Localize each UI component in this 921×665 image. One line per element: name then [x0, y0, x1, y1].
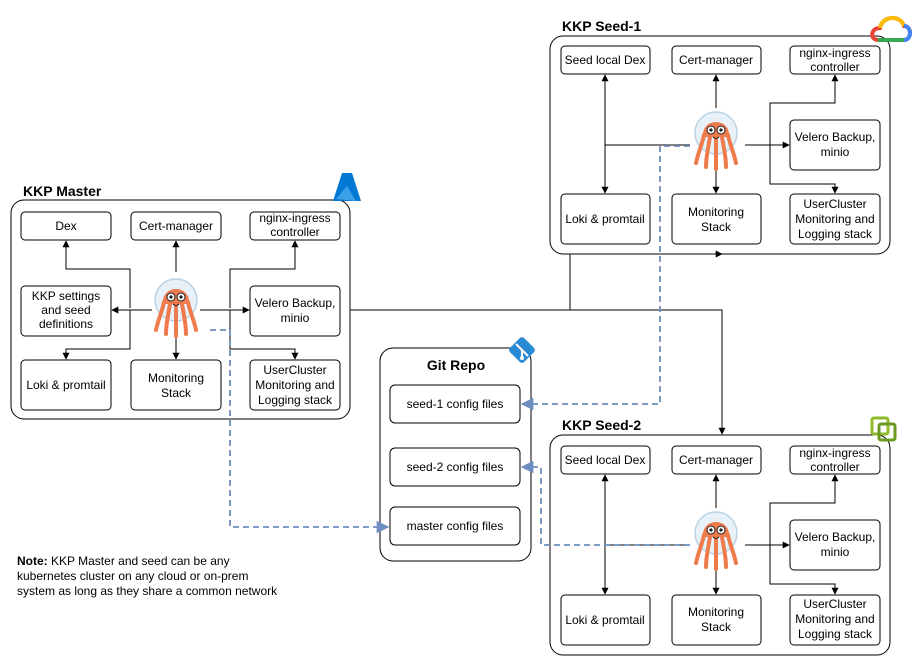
seed2-monitoring-label-1: Monitoring	[688, 605, 744, 619]
master-settings-label-2: and seed	[41, 303, 90, 317]
seed1-title: KKP Seed-1	[562, 18, 641, 34]
seed1-cert-manager-label: Cert-manager	[679, 53, 753, 67]
seed1-config-files-label: seed-1 config files	[407, 397, 504, 411]
seed1-cert-manager-box: Cert-manager	[671, 45, 762, 75]
note-line-3: system as long as they share a common ne…	[17, 584, 278, 598]
master-monitoring-label-1: Monitoring	[148, 371, 204, 385]
master-velero-label-1: Velero Backup,	[255, 296, 336, 310]
network-links	[350, 250, 726, 435]
kkp-master-cluster: KKP Master Dex Cert-manager nginx-ingres…	[10, 173, 361, 420]
vmware-logo-icon	[870, 416, 897, 442]
seed1-loki-box: Loki & promtail	[560, 193, 651, 245]
google-cloud-logo-icon	[870, 16, 912, 42]
seed2-dex-box: Seed local Dex	[560, 445, 651, 475]
master-dex-box: Dex	[20, 211, 112, 241]
master-nginx-label-1: nginx-ingress	[259, 211, 330, 225]
note-line-1: Note: KKP Master and seed can be any	[17, 554, 230, 568]
seed1-usercluster-box: UserCluster Monitoring and Logging stack	[789, 193, 881, 245]
master-cert-manager-box: Cert-manager	[130, 211, 222, 241]
seed2-dex-label: Seed local Dex	[565, 453, 646, 467]
seed2-velero-box: Velero Backup, minio	[789, 519, 881, 571]
azure-logo-icon	[333, 173, 361, 201]
master-config-files[interactable]: master config files	[389, 506, 521, 546]
note: Note: KKP Master and seed can be any kub…	[17, 554, 278, 598]
master-settings-box: KKP settings and seed definitions	[20, 285, 112, 337]
seed1-monitoring-box: Monitoring Stack	[671, 193, 762, 245]
git-repo-title: Git Repo	[427, 357, 485, 373]
master-settings-label-1: KKP settings	[32, 289, 100, 303]
master-usercluster-label-3: Logging stack	[258, 393, 333, 407]
seed2-cert-manager-label: Cert-manager	[679, 453, 753, 467]
git-logo-icon	[509, 337, 535, 363]
seed1-loki-label: Loki & promtail	[565, 212, 644, 226]
master-nginx-label-2: controller	[270, 225, 319, 239]
note-line-2: kubernetes cluster on any cloud or on-pr…	[17, 569, 248, 583]
seed2-nginx-box: nginx-ingress controller	[789, 445, 881, 475]
seed2-nginx-label-2: controller	[810, 460, 859, 474]
master-connectors	[62, 240, 299, 360]
seed1-dex-label: Seed local Dex	[565, 53, 646, 67]
seed1-monitoring-label-1: Monitoring	[688, 205, 744, 219]
seed1-config-files[interactable]: seed-1 config files	[389, 384, 521, 424]
seed2-usercluster-box: UserCluster Monitoring and Logging stack	[789, 594, 881, 646]
master-cert-manager-label: Cert-manager	[139, 219, 213, 233]
master-monitoring-box: Monitoring Stack	[130, 359, 222, 411]
seed2-title: KKP Seed-2	[562, 417, 641, 433]
seed1-dex-box: Seed local Dex	[560, 45, 651, 75]
seed2-config-files[interactable]: seed-2 config files	[389, 447, 521, 487]
seed2-loki-label: Loki & promtail	[565, 613, 644, 627]
master-nginx-box: nginx-ingress controller	[249, 211, 341, 241]
master-usercluster-label-2: Monitoring and	[255, 378, 334, 392]
seed2-loki-box: Loki & promtail	[560, 594, 651, 646]
seed1-nginx-box: nginx-ingress controller	[789, 45, 881, 75]
note-label: Note:	[17, 554, 48, 568]
note-line-1-text: KKP Master and seed can be any	[48, 554, 230, 568]
seed1-velero-box: Velero Backup, minio	[789, 119, 881, 171]
kkp-master-title: KKP Master	[23, 183, 102, 199]
master-velero-box: Velero Backup, minio	[249, 285, 341, 337]
seed2-nginx-label-1: nginx-ingress	[799, 446, 870, 460]
seed2-usercluster-label-1: UserCluster	[803, 597, 866, 611]
master-settings-label-3: definitions	[39, 317, 93, 331]
seed2-velero-label-2: minio	[821, 545, 850, 559]
master-usercluster-label-1: UserCluster	[263, 363, 326, 377]
git-repo: Git Repo seed-1 config files seed-2 conf…	[379, 337, 535, 562]
master-loki-label: Loki & promtail	[26, 378, 105, 392]
seed2-monitoring-box: Monitoring Stack	[671, 594, 762, 646]
seed1-usercluster-label-3: Logging stack	[798, 227, 873, 241]
seed1-usercluster-label-2: Monitoring and	[795, 212, 874, 226]
seed2-velero-label-1: Velero Backup,	[795, 530, 876, 544]
kkp-seed-2-cluster: KKP Seed-2 Seed local Dex Cert-manager n…	[549, 416, 897, 656]
master-config-files-label: master config files	[407, 519, 504, 533]
seed1-velero-label-1: Velero Backup,	[795, 130, 876, 144]
kkp-seed-1-cluster: KKP Seed-1 Seed local Dex Cert-manager n…	[549, 16, 912, 255]
seed1-nginx-label-1: nginx-ingress	[799, 46, 870, 60]
seed1-connectors	[601, 74, 839, 194]
seed1-usercluster-label-1: UserCluster	[803, 197, 866, 211]
gitops-sync-links	[210, 145, 690, 546]
seed1-nginx-label-2: controller	[810, 60, 859, 74]
master-dex-label: Dex	[55, 219, 76, 233]
seed1-velero-label-2: minio	[821, 145, 850, 159]
seed1-monitoring-label-2: Stack	[701, 220, 732, 234]
seed2-usercluster-label-3: Logging stack	[798, 627, 873, 641]
seed2-usercluster-label-2: Monitoring and	[795, 612, 874, 626]
seed2-config-files-label: seed-2 config files	[407, 460, 504, 474]
master-monitoring-label-2: Stack	[161, 386, 192, 400]
master-loki-box: Loki & promtail	[20, 359, 112, 411]
seed2-cert-manager-box: Cert-manager	[671, 445, 762, 475]
master-velero-label-2: minio	[281, 311, 310, 325]
seed2-monitoring-label-2: Stack	[701, 620, 732, 634]
master-usercluster-box: UserCluster Monitoring and Logging stack	[249, 359, 341, 411]
